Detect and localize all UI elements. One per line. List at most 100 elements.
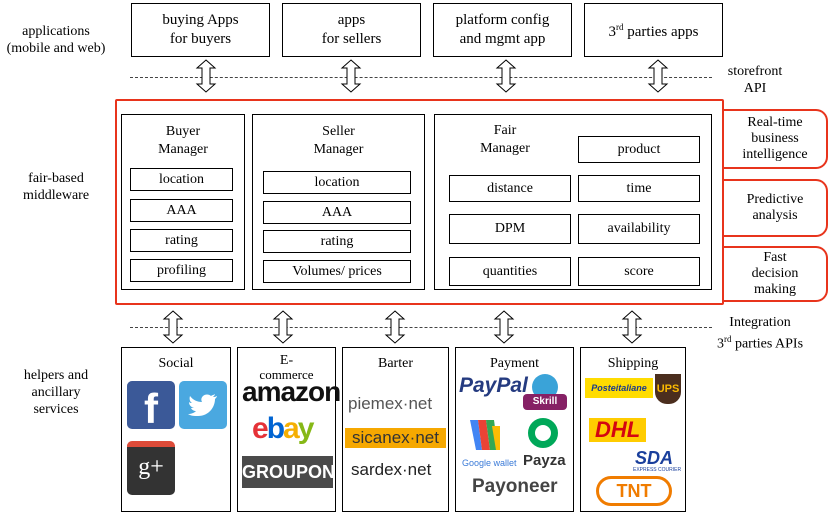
ups-logo-icon: UPS	[655, 374, 681, 404]
piemex-logo-icon: piemex·net	[348, 394, 433, 413]
fair-product: product	[578, 136, 700, 163]
helpers-label-line2: ancillary	[31, 385, 81, 400]
integration-api-line	[130, 327, 712, 328]
tnt-logo-icon: TNT	[596, 476, 672, 506]
ebay-logo-icon: ebay	[252, 412, 314, 445]
applications-label-line2: (mobile and web)	[6, 41, 106, 56]
buyer-manager-title-line2: Manager	[158, 142, 208, 157]
helpers-label: helpers and ancillary services	[0, 367, 112, 418]
helper-social-title: Social	[158, 356, 194, 371]
app-third-party-num: 3	[608, 24, 617, 40]
double-arrow-icon	[272, 310, 294, 344]
sda-subtitle: EXPRESS COURIER	[633, 467, 682, 473]
double-arrow-icon	[384, 310, 406, 344]
fair-quantities: quantities	[449, 257, 571, 286]
skrill-logo-icon: Skrill	[523, 374, 567, 414]
integration-label-line1: Integration	[729, 315, 791, 330]
app-buyers-line2: for buyers	[169, 31, 232, 47]
capability-fast-line3: making	[754, 282, 796, 297]
seller-volumes-prices: Volumes/ prices	[263, 260, 411, 283]
fair-manager-title: Fair Manager	[450, 122, 560, 158]
storefront-api-line	[130, 77, 712, 78]
seller-rating: rating	[263, 230, 411, 253]
amazon-logo-icon: amazon	[242, 376, 341, 407]
sardex-logo-icon: sardex·net	[351, 460, 432, 479]
fair-manager-title-line2: Manager	[480, 141, 530, 156]
seller-manager-title-line1: Seller	[322, 124, 355, 139]
integration-label-line2: 3rd parties APIs	[705, 331, 815, 353]
double-arrow-icon	[495, 59, 517, 93]
applications-label: applications (mobile and web)	[0, 23, 112, 57]
seller-aaa: AAA	[263, 201, 411, 224]
capability-predictive-line2: analysis	[752, 208, 798, 223]
google-wallet-label: Google wallet	[462, 458, 517, 468]
payza-label: Payza	[523, 452, 566, 469]
skrill-logo-text: Skrill	[523, 394, 567, 410]
helper-shipping-title: Shipping	[607, 356, 659, 371]
helper-ecommerce-title-line2: commerce	[259, 367, 314, 382]
payza-logo-icon	[528, 418, 558, 448]
helper-barter-title: Barter	[378, 356, 413, 371]
middleware-label: fair-based middleware	[0, 170, 112, 204]
buyer-location: location	[130, 168, 233, 191]
fair-availability: availability	[578, 214, 700, 244]
app-sellers-line1: apps	[337, 12, 366, 28]
fair-score: score	[578, 257, 700, 286]
double-arrow-icon	[647, 59, 669, 93]
google-wallet-logo-icon	[470, 420, 500, 450]
groupon-logo-icon: GROUPON	[242, 456, 335, 488]
app-third-party-rest: parties apps	[623, 24, 699, 40]
helpers-label-line1: helpers and	[23, 368, 89, 383]
double-arrow-icon	[195, 59, 217, 93]
app-box-buyers: buying Apps for buyers	[131, 3, 270, 57]
app-sellers-line2: for sellers	[321, 31, 382, 47]
capability-realtime-line2: business	[751, 131, 799, 146]
helper-ecommerce-title-line1: E-	[279, 353, 294, 368]
helpers-label-line3: services	[33, 402, 79, 417]
fair-distance: distance	[449, 175, 571, 202]
payoneer-logo-icon: Payoneer	[472, 476, 558, 497]
capability-predictive-line1: Predictive	[746, 192, 804, 207]
double-arrow-icon	[340, 59, 362, 93]
dhl-logo-icon: DHL	[589, 418, 647, 442]
app-box-sellers: apps for sellers	[282, 3, 421, 57]
middleware-frame	[115, 99, 724, 305]
app-box-third-party: 3rd parties apps	[584, 3, 723, 57]
storefront-label-line2: API	[743, 81, 767, 96]
app-platform-line1: platform config	[455, 12, 550, 28]
app-platform-line2: and mgmt app	[459, 31, 546, 47]
twitter-logo-icon	[179, 381, 227, 429]
helper-ecommerce: E- commerce amazon ebay GROUPON	[237, 347, 341, 512]
buyer-rating: rating	[130, 229, 233, 252]
paypal-logo-icon: PayPal	[459, 374, 528, 397]
fair-manager-title-line1: Fair	[493, 123, 517, 138]
helper-social: Social f g+	[121, 347, 231, 512]
app-buyers-line1: buying Apps	[162, 12, 239, 28]
fair-time: time	[578, 175, 700, 202]
app-third-party-sup: rd	[616, 22, 624, 32]
storefront-label-line1: storefront	[727, 64, 783, 79]
helper-payment: Payment PayPal Skrill Google wallet Payz…	[455, 347, 574, 512]
capability-fast-line2: decision	[751, 266, 799, 281]
capability-realtime-line3: intelligence	[742, 147, 808, 162]
helper-payment-title: Payment	[490, 356, 539, 371]
app-third-party-label: 3rd parties apps	[609, 18, 699, 42]
fair-dpm: DPM	[449, 214, 571, 244]
double-arrow-icon	[621, 310, 643, 344]
integration-label-sup: rd	[723, 334, 732, 344]
integration-api-label: Integration 3rd parties APIs	[705, 314, 815, 353]
helper-shipping: Shipping Posteitaliane UPS DHL SDA EXPRE…	[580, 347, 686, 512]
buyer-manager-title-line1: Buyer	[165, 124, 201, 139]
google-plus-logo-icon: g+	[127, 441, 175, 495]
facebook-logo-icon: f	[127, 381, 175, 432]
storefront-api-label: storefront API	[715, 63, 795, 97]
buyer-aaa: AAA	[130, 199, 233, 222]
app-box-platform: platform config and mgmt app	[433, 3, 572, 57]
helper-barter: Barter piemex·net sicanex·net sardex·net	[342, 347, 449, 512]
sda-logo-icon: SDA	[635, 448, 674, 468]
seller-manager-title: Seller Manager	[253, 123, 424, 159]
middleware-label-line1: fair-based	[28, 171, 84, 186]
seller-location: location	[263, 171, 411, 194]
